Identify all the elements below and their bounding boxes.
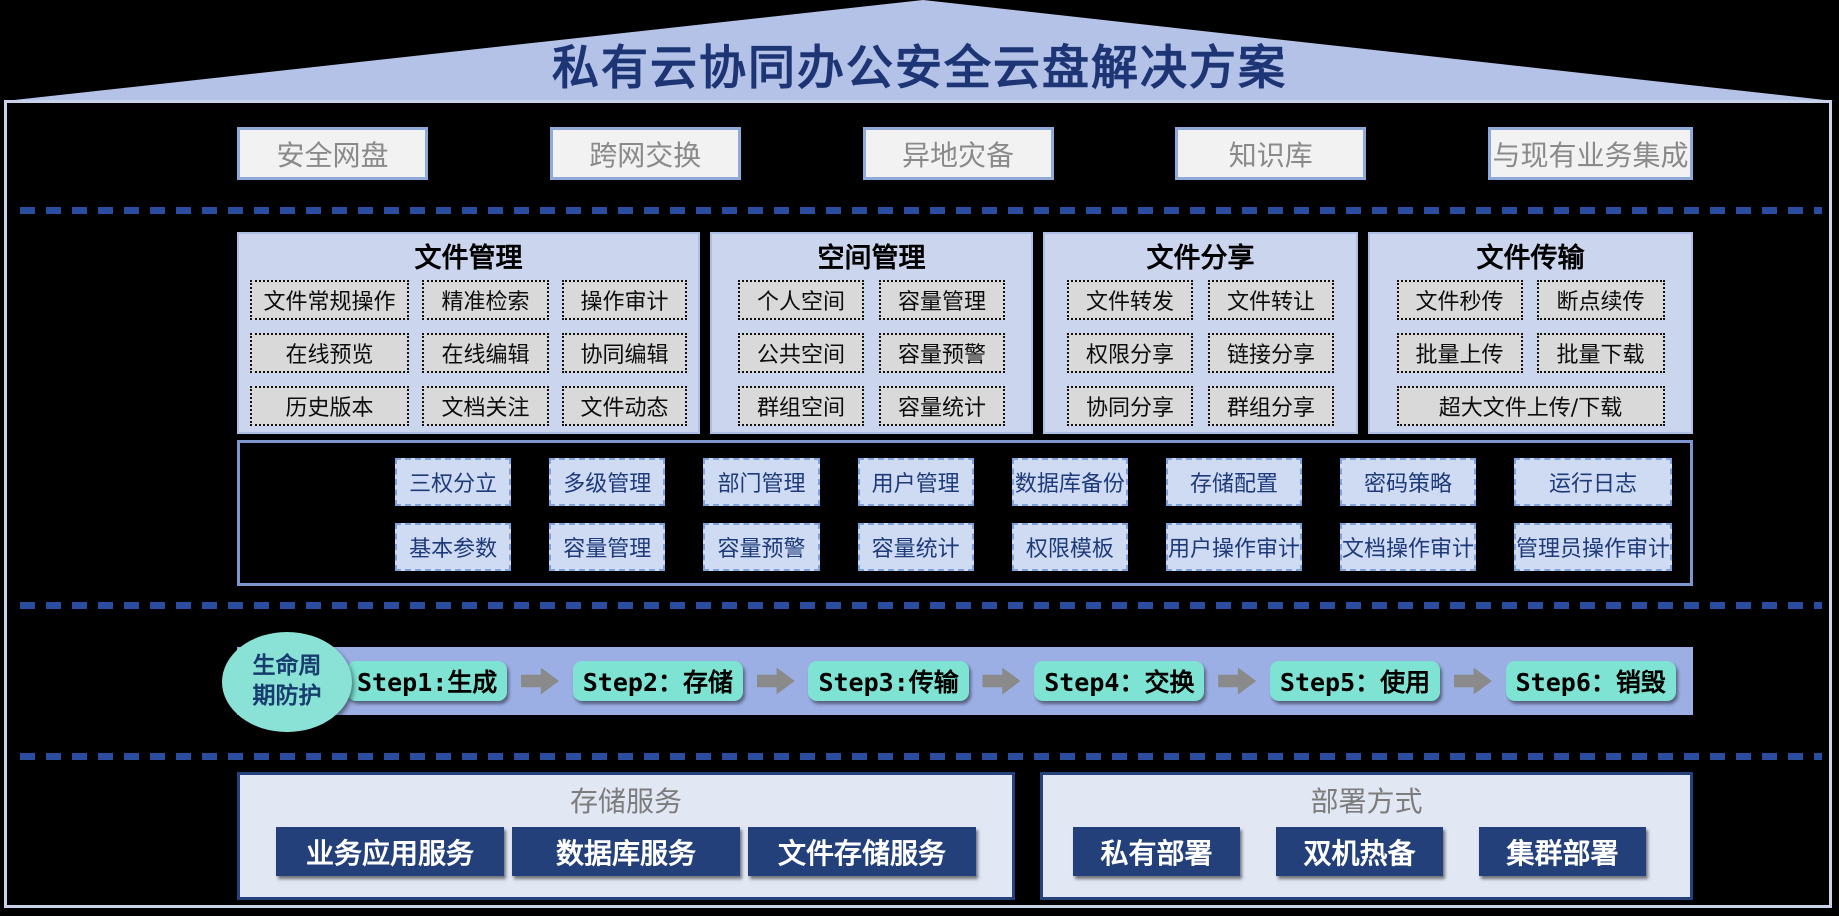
admin-box: 容量预警 [703,523,820,571]
panel-grid: 个人空间容量管理公共空间容量预警群组空间容量统计 [712,280,1031,426]
step-arrow-icon [1453,667,1492,695]
bottom-panel-title: 存储服务 [569,785,682,818]
admin-box: 多级管理 [549,458,666,506]
admin-section: 三权分立多级管理部门管理用户管理数据库备份存储配置密码策略运行日志基本参数容量管… [237,440,1693,586]
admin-box: 基本参数 [395,523,512,571]
service-box: 私有部署 [1073,827,1240,876]
lifecycle-steps: Step1:生成 Step2：存储 Step3:传输 Step4：交换 Step5：使用… [347,647,1676,715]
lifecycle-step: Step2：存储 [572,661,744,701]
outer-frame [4,100,1832,908]
service-box: 集群部署 [1479,827,1646,876]
admin-grid: 三权分立多级管理部门管理用户管理数据库备份存储配置密码策略运行日志基本参数容量管… [395,458,1672,571]
service-box: 业务应用服务 [276,827,504,876]
capability-box: 安全网盘 [237,127,428,180]
feature-box: 个人空间 [738,280,864,320]
lifecycle-step: Step3:传输 [808,661,969,701]
feature-box: 批量下载 [1536,333,1665,373]
feature-box: 协同编辑 [562,333,687,373]
feature-box: 群组分享 [1208,386,1334,426]
feature-box: 容量预警 [879,333,1005,373]
feature-box: 文件转发 [1067,280,1193,320]
feature-box: 断点续传 [1536,280,1665,320]
admin-box: 数据库备份 [1011,458,1128,506]
feature-box: 批量上传 [1396,333,1523,373]
admin-box: 权限模板 [1011,523,1128,571]
panel-title: 文件传输 [1476,243,1585,274]
lifecycle-label-line1: 生命周 [252,653,322,680]
feature-box: 协同分享 [1067,386,1193,426]
feature-box: 链接分享 [1208,333,1334,373]
page-title: 私有云协同办公安全云盘解决方案 [552,41,1287,96]
service-box: 数据库服务 [512,827,740,876]
panel-grid: 文件转发文件转让权限分享链接分享协同分享群组分享 [1045,280,1356,426]
admin-box: 密码策略 [1339,458,1476,506]
lifecycle-label-line2: 期防护 [252,683,322,709]
lifecycle-step: Step5：使用 [1269,661,1441,701]
lifecycle-band: Step1:生成 Step2：存储 Step3:传输 Step4：交换 Step5：使用… [237,647,1693,715]
panel-title: 空间管理 [817,243,926,274]
bottom-panel-title: 部署方式 [1310,785,1423,818]
admin-box: 容量统计 [857,523,974,571]
lifecycle-step: Step1:生成 [347,661,508,701]
feature-box: 文档关注 [422,386,549,426]
admin-box: 存储配置 [1165,458,1302,506]
storage-service-panel: 存储服务 业务应用服务数据库服务文件存储服务 [237,772,1015,900]
capability-box: 异地灾备 [862,127,1054,180]
feature-box: 文件常规操作 [250,280,409,320]
admin-box: 运行日志 [1513,458,1672,506]
admin-box: 用户管理 [857,458,974,506]
service-box: 文件存储服务 [748,827,976,876]
admin-box: 三权分立 [395,458,512,506]
dashed-separator-2 [20,602,1822,609]
roof-banner: 私有云协同办公安全云盘解决方案 [5,0,1834,101]
lifecycle-step: Step6：销毁 [1505,661,1676,701]
step-arrow-icon [982,667,1021,695]
dashed-separator-1 [20,207,1822,214]
panel-grid: 文件常规操作精准检索操作审计在线预览在线编辑协同编辑历史版本文档关注文件动态 [239,280,698,426]
feature-box: 容量统计 [879,386,1005,426]
admin-box: 容量管理 [549,523,666,571]
feature-box: 在线编辑 [422,333,549,373]
admin-box: 用户操作审计 [1165,523,1302,571]
capability-row: 安全网盘 跨网交换 异地灾备 知识库 与现有业务集成 [237,127,1693,180]
panel-file-transfer: 文件传输 文件秒传断点续传批量上传批量下载超大文件上传/下载 [1368,232,1693,434]
bottom-row: 存储服务 业务应用服务数据库服务文件存储服务 部署方式 私有部署双机热备集群部署 [237,772,1693,900]
feature-box: 文件动态 [562,386,687,426]
capability-box: 知识库 [1175,127,1367,180]
admin-box: 部门管理 [703,458,820,506]
panel-file-management: 文件管理 文件常规操作精准检索操作审计在线预览在线编辑协同编辑历史版本文档关注文… [237,232,700,434]
panel-grid: 文件秒传断点续传批量上传批量下载超大文件上传/下载 [1370,280,1691,426]
step-arrow-icon [1218,667,1257,695]
feature-box: 操作审计 [562,280,687,320]
step-arrow-icon [756,667,795,695]
deployment-mode-panel: 部署方式 私有部署双机热备集群部署 [1040,772,1693,900]
feature-box: 精准检索 [422,280,549,320]
feature-box: 文件秒传 [1396,280,1523,320]
lifecycle-label-ellipse: 生命周 期防护 [222,632,352,732]
feature-box: 超大文件上传/下载 [1396,386,1665,426]
feature-box: 权限分享 [1067,333,1193,373]
bottom-panel-boxes: 私有部署双机热备集群部署 [1043,827,1690,876]
feature-box: 历史版本 [250,386,409,426]
admin-box: 文档操作审计 [1339,523,1476,571]
bottom-panel-boxes: 业务应用服务数据库服务文件存储服务 [240,827,1012,876]
feature-box: 群组空间 [738,386,864,426]
admin-box: 管理员操作审计 [1513,523,1672,571]
lifecycle-step: Step4：交换 [1034,661,1205,701]
panel-title: 文件分享 [1146,243,1255,274]
panel-file-sharing: 文件分享 文件转发文件转让权限分享链接分享协同分享群组分享 [1043,232,1358,434]
step-arrow-icon [521,667,560,695]
feature-panels: 文件管理 文件常规操作精准检索操作审计在线预览在线编辑协同编辑历史版本文档关注文… [237,232,1693,434]
service-box: 双机热备 [1276,827,1443,876]
feature-box: 在线预览 [250,333,409,373]
panel-title: 文件管理 [414,243,523,274]
feature-box: 公共空间 [738,333,864,373]
feature-box: 文件转让 [1208,280,1334,320]
capability-box: 与现有业务集成 [1488,127,1693,180]
capability-box: 跨网交换 [549,127,741,180]
panel-space-management: 空间管理 个人空间容量管理公共空间容量预警群组空间容量统计 [710,232,1033,434]
dashed-separator-3 [20,753,1822,760]
feature-box: 容量管理 [879,280,1005,320]
